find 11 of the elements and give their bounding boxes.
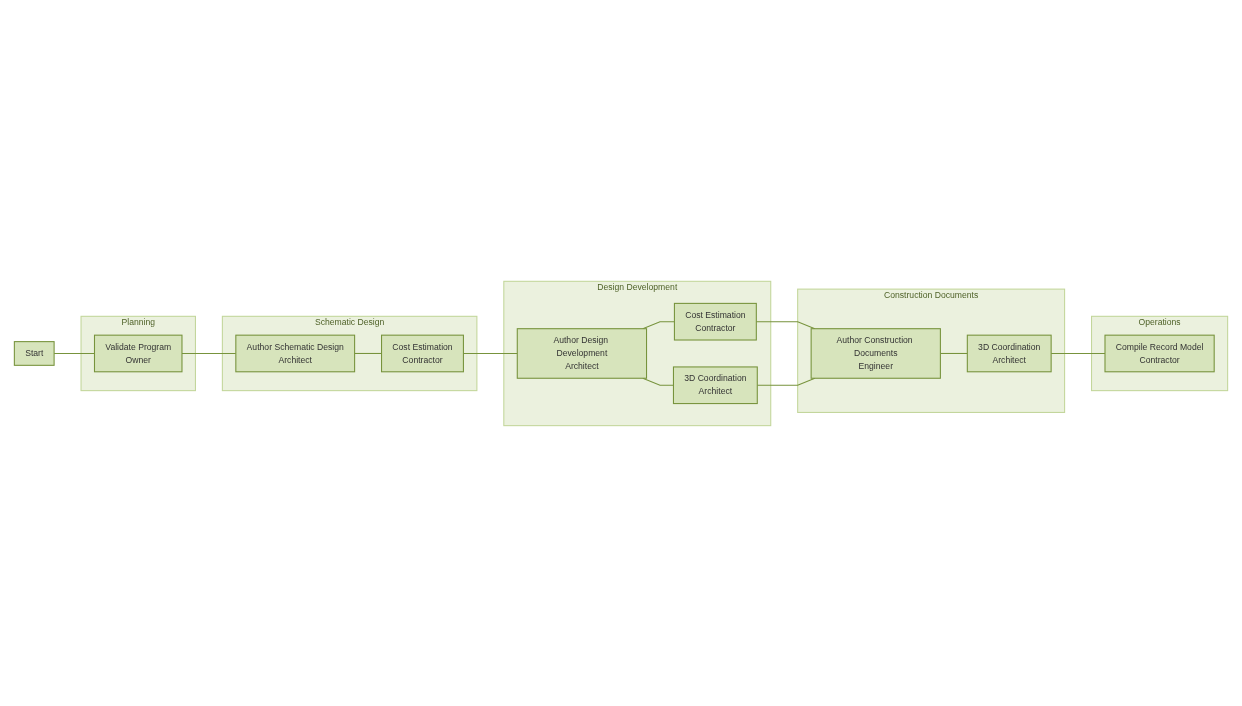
node-box: 3D Coordination Architect (672, 365, 758, 404)
node-box: 3D Coordination Architect (966, 334, 1052, 372)
node-box: Compile Record Model Contractor (1104, 334, 1215, 372)
node-box: Author Design Development Architect (516, 327, 648, 379)
node-box: Cost Estimation Contractor (673, 302, 757, 341)
node-box: Validate Program Owner (93, 334, 183, 372)
connector (642, 377, 674, 386)
node-box: Start (13, 340, 55, 366)
node-box: Cost Estimation Contractor (381, 334, 464, 372)
node-box: Author Construction Documents Engineer (810, 327, 941, 379)
node-box: Author Schematic Design Architect (235, 334, 356, 372)
